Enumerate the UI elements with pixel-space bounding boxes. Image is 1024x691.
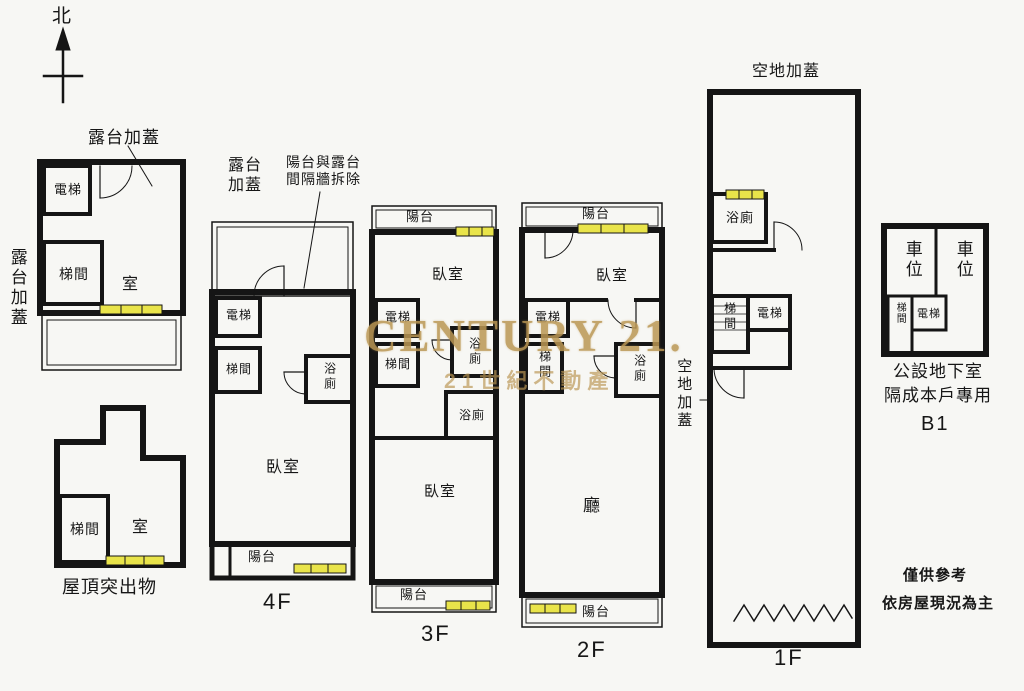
north-label: 北 (52, 6, 73, 27)
b1-parking-left-label: 車位 (902, 240, 922, 280)
roof-terrace-room-label: 室 (122, 276, 140, 293)
b1-note-line2: 隔成本戶專用 (884, 386, 992, 405)
plan-3f-walls (369, 205, 499, 613)
plan-roof-terrace-walls (37, 145, 186, 371)
f2-bath-label: 浴廁 (632, 354, 647, 384)
f4-stairwell-label: 梯間 (226, 362, 253, 376)
f3-elevator-label: 電梯 (385, 310, 412, 324)
roof-protrusion-stairwell-label: 梯間 (70, 521, 100, 537)
f4-elevator-label: 電梯 (226, 308, 253, 322)
f1-bath-label: 浴廁 (726, 210, 755, 225)
f2-caption: 2F (577, 637, 607, 662)
f2-balcony-bottom-label: 陽台 (582, 604, 611, 619)
f1-stairwell-label: 梯間 (722, 302, 737, 332)
f3-caption: 3F (421, 621, 451, 646)
disclaimer-line1: 僅供參考 (903, 567, 968, 584)
f4-bath-label: 浴廁 (322, 362, 337, 392)
plan-b1-walls (881, 223, 989, 357)
plan-1f-walls (699, 89, 861, 648)
north-compass-icon (42, 26, 84, 104)
plan-4f-walls (209, 191, 356, 581)
b1-elevator-label: 電梯 (917, 308, 941, 320)
roof-terrace-stairwell-label: 梯間 (59, 266, 89, 282)
f2-elevator-label: 電梯 (535, 310, 562, 324)
f4-bedroom-label: 臥室 (266, 459, 301, 476)
f3-bath-lower-label: 浴廁 (459, 408, 486, 422)
f4-note: 陽台與露台 間隔牆拆除 (286, 154, 361, 188)
plan-2f-walls (519, 202, 665, 628)
roof-terrace-left-label: 露台加蓋 (7, 248, 27, 328)
f3-balcony-top-label: 陽台 (406, 209, 435, 224)
f1-caption: 1F (774, 645, 804, 670)
f1-top-label: 空地加蓋 (752, 63, 821, 80)
f1-elevator-label: 電梯 (757, 306, 784, 320)
f2-bedroom-label: 臥室 (596, 267, 629, 284)
disclaimer-line2: 依房屋現況為主 (882, 595, 995, 612)
f3-bedroom-top-label: 臥室 (432, 266, 465, 283)
f3-stairwell-label: 梯間 (385, 357, 412, 371)
roof-protrusion-room-label: 室 (132, 519, 150, 536)
roof-terrace-top-label: 露台加蓋 (88, 128, 160, 147)
f2-stairwell-label: 梯間 (537, 350, 552, 380)
f4-caption: 4F (263, 589, 293, 614)
f3-bath-upper-label: 浴廁 (467, 337, 482, 367)
f3-balcony-bottom-label: 陽台 (400, 587, 429, 602)
f3-bedroom-bottom-label: 臥室 (424, 483, 457, 500)
b1-note-line1: 公設地下室 (893, 362, 983, 381)
f4-terrace-label: 露台 加蓋 (228, 157, 263, 194)
f2-living-label: 廳 (583, 496, 601, 515)
f2-balcony-top-label: 陽台 (582, 206, 611, 221)
roof-protrusion-caption: 屋頂突出物 (62, 577, 157, 597)
b1-parking-right-label: 車位 (953, 240, 973, 280)
roof-terrace-elevator-label: 電梯 (54, 182, 83, 197)
b1-caption: B1 (921, 413, 950, 435)
window-symbols (99, 189, 765, 614)
f1-left-label: 空地加蓋 (675, 358, 693, 430)
f4-balcony-label: 陽台 (248, 549, 277, 564)
plan-roof-protrusion-walls (54, 405, 186, 568)
b1-stairwell-label: 梯間 (894, 302, 906, 324)
